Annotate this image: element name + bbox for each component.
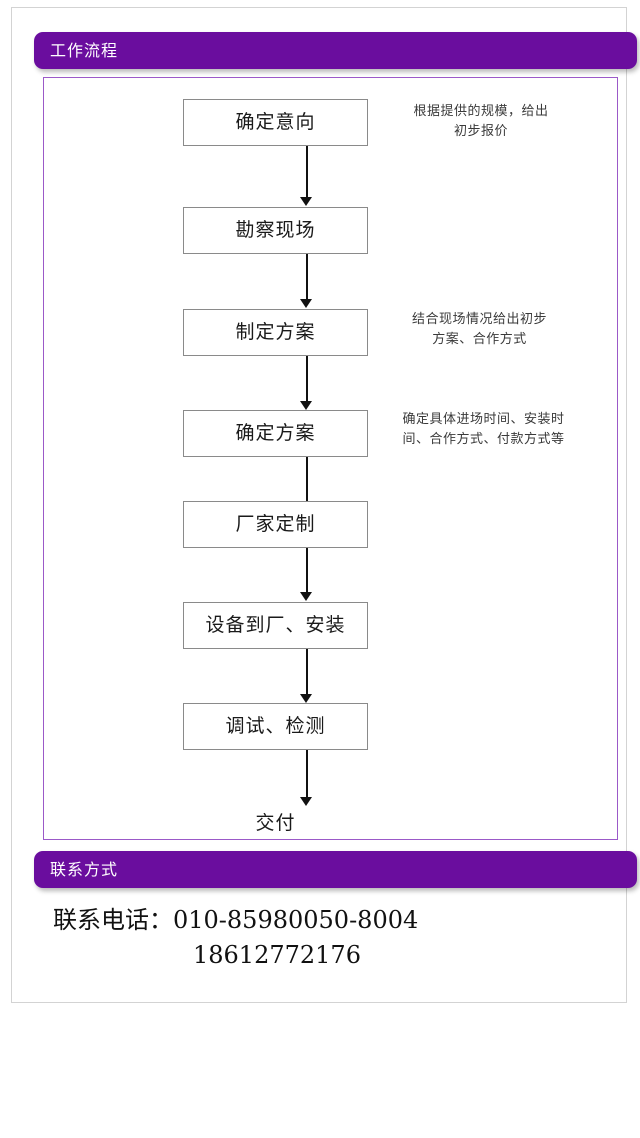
flow-node-4-label: 确定方案 xyxy=(235,422,316,444)
flow-node-4: 确定方案 xyxy=(183,410,368,457)
flow-node-3-label: 制定方案 xyxy=(235,321,316,343)
flow-connector-2-3 xyxy=(300,254,313,308)
flow-connector-3-4 xyxy=(300,356,313,410)
flow-node-1: 确定意向 xyxy=(183,99,368,146)
contact-details: 联系电话：010-85980050-8004 18612772176 xyxy=(43,903,618,973)
workflow-header-title: 工作流程 xyxy=(50,40,119,60)
section-header-contact: 联系方式 xyxy=(34,851,637,888)
flowchart-panel: 确定意向 勘察现场 制定方案 xyxy=(43,77,618,840)
flow-node-8-label: 交付 xyxy=(255,812,296,834)
flow-node-8: 交付 xyxy=(183,814,368,833)
flow-node-2-label: 勘察现场 xyxy=(235,219,316,241)
flow-node-6-label: 设备到厂、安装 xyxy=(205,614,346,636)
flow-node-3: 制定方案 xyxy=(183,309,368,356)
flow-annotation-2: 结合现场情况给出初步 方案、合作方式 xyxy=(411,312,547,348)
contact-header-title: 联系方式 xyxy=(50,859,119,879)
flow-connector-7-8 xyxy=(300,750,313,806)
section-header-workflow: 工作流程 xyxy=(34,32,637,69)
flow-annotation-1: 根据提供的规模，给出 初步报价 xyxy=(413,104,549,140)
flow-annotation-3: 确定具体进场时间、安装时 间、合作方式、付款方式等 xyxy=(402,412,565,448)
flow-connector-6-7 xyxy=(300,649,313,703)
flow-connector-5-6 xyxy=(300,548,313,601)
flow-node-7-label: 调试、检测 xyxy=(225,715,326,737)
contact-phone-secondary: 18612772176 xyxy=(193,940,361,969)
contact-phone-primary: 联系电话：010-85980050-8004 xyxy=(53,906,419,934)
flow-node-5-label: 厂家定制 xyxy=(235,513,316,535)
content-frame: 工作流程 确定意向 勘察现场 制定方案 xyxy=(11,7,637,1003)
flow-node-2: 勘察现场 xyxy=(183,207,368,254)
flow-node-1-label: 确定意向 xyxy=(235,111,316,133)
flow-node-6: 设备到厂、安装 xyxy=(183,602,368,649)
flow-node-5: 厂家定制 xyxy=(183,501,368,548)
flow-connector-1-2 xyxy=(300,146,313,206)
flow-node-7: 调试、检测 xyxy=(183,703,368,750)
